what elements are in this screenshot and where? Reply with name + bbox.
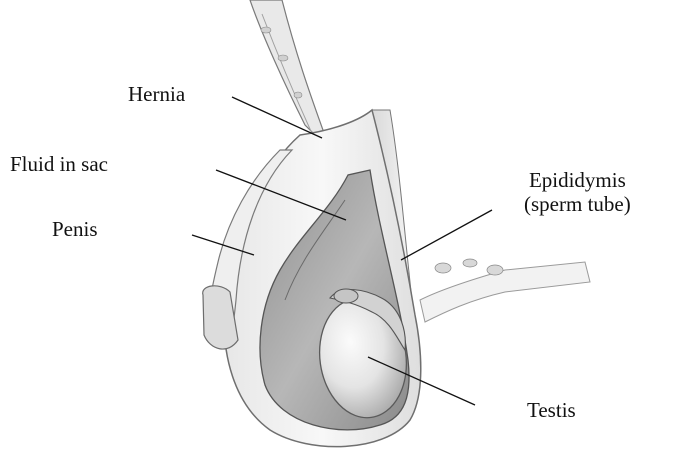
epididymis-label: Epididymis (sperm tube) bbox=[524, 168, 631, 216]
epididymis-label-line2: (sperm tube) bbox=[524, 192, 631, 216]
epididymis-label-line1: Epididymis bbox=[524, 168, 631, 192]
fluid-in-sac-label: Fluid in sac bbox=[10, 152, 108, 176]
testis-label: Testis bbox=[527, 398, 576, 422]
hernia-canal bbox=[250, 0, 330, 150]
penis-label: Penis bbox=[52, 217, 98, 241]
epididymis-leader-line bbox=[401, 210, 492, 260]
hernia-label: Hernia bbox=[128, 82, 185, 106]
